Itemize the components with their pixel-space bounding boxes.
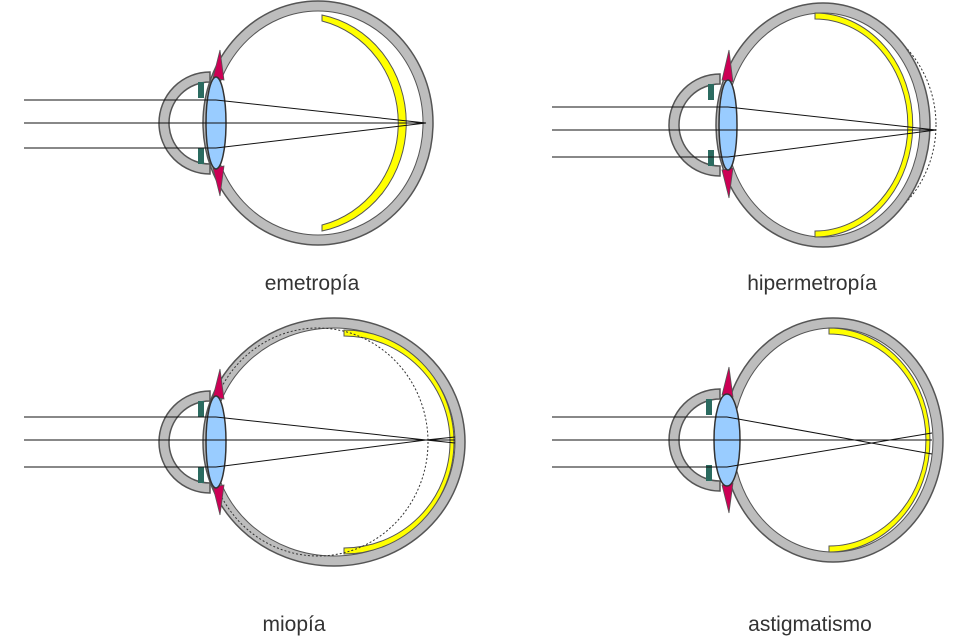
lens [718,79,738,171]
refracted-ray [215,99,427,124]
ciliary-bottom [198,467,204,483]
retina [343,329,455,555]
iris-bottom [721,167,734,199]
lens [205,395,227,489]
caption-astigmatism: astigmatismo [748,613,872,636]
iris-bottom [212,484,225,516]
caption-emmetropia: emetropía [264,272,360,295]
retina [814,12,914,238]
refracted-ray [215,122,427,149]
iris-top [212,368,225,400]
ciliary-top [198,401,204,417]
ciliary-top [198,82,204,98]
retina [321,14,407,232]
ciliary-bottom [706,465,712,481]
ciliary-bottom [198,148,204,164]
iris-bottom [721,482,734,514]
iris-top [721,49,734,83]
refracted-ray [726,432,933,468]
diverging-ray [425,436,456,441]
refracted-ray [727,129,937,158]
ciliary-bottom [708,150,714,166]
cornea [668,73,721,177]
eye-hyperopia [552,2,937,248]
refracted-ray [215,416,427,441]
eye-emmetropia [24,0,434,246]
caption-myopia: miopía [262,613,326,636]
normal-eye-outline [207,327,429,557]
refracted-ray [727,106,937,131]
refracted-ray [215,439,427,468]
ciliary-top [706,399,712,415]
eye-myopia [24,317,466,567]
refracted-ray [726,416,933,455]
ciliary-top [708,84,714,100]
retina [828,327,931,553]
caption-hyperopia: hipermetropía [747,272,877,295]
iris-top [721,366,734,398]
eye-astigmatism [552,317,944,563]
